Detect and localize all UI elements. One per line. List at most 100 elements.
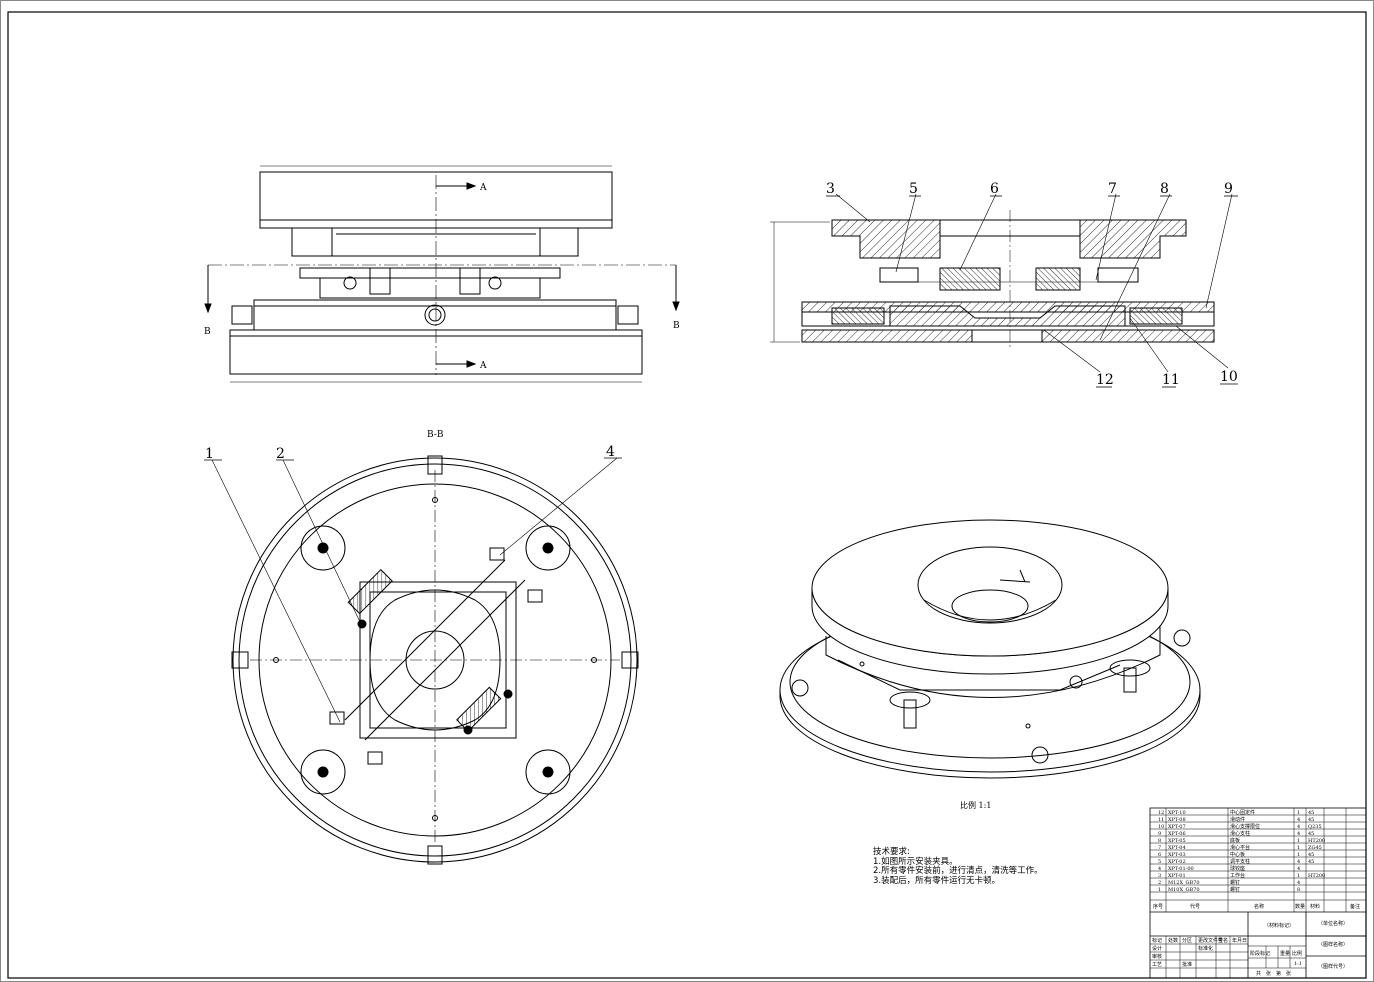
- scale-value: 1:1: [1294, 961, 1302, 967]
- bom-code: XPT-04: [1168, 845, 1186, 851]
- bom-code: XPT-03: [1168, 852, 1186, 858]
- bom-qty: 1: [1297, 873, 1300, 879]
- callout-6: 6: [990, 181, 999, 197]
- tech-line-3: 3.装配后，所有零件运行无卡顿。: [873, 875, 1001, 886]
- label-sheet: 张: [1286, 970, 1291, 977]
- bom-name: 滑心平台: [1230, 844, 1250, 851]
- material-mark: （材料标记）: [1264, 922, 1294, 929]
- bom-code: M12X_GB70: [1168, 880, 1200, 886]
- callout-9: 9: [1224, 181, 1233, 197]
- bom-code: XPT-07: [1168, 824, 1186, 830]
- bom-qty: 1: [1297, 838, 1300, 844]
- bom-mat: HT200: [1308, 873, 1325, 879]
- label-process: 工艺: [1152, 962, 1162, 968]
- callout-12: 12: [1096, 372, 1114, 388]
- scale-label: 比例 1:1: [960, 800, 991, 810]
- label-approve: 批准: [1182, 961, 1192, 968]
- label-sheet-no: 第: [1276, 970, 1281, 977]
- top-view: [204, 455, 639, 865]
- bom-qty: 1: [1297, 810, 1300, 816]
- bom-qty: 4: [1297, 880, 1300, 886]
- label-zone: 分区: [1182, 937, 1192, 944]
- bom-table: 12 XPT-10 中心固定件 1 45 11 XPT-08 滑动件 4 45 …: [1153, 809, 1360, 910]
- bom-name: 工作台: [1230, 872, 1245, 879]
- label-mark: 标记: [1152, 937, 1162, 944]
- bom-name: 滑心支撑限位: [1230, 823, 1260, 830]
- bom-qty: 4: [1297, 817, 1300, 823]
- bom-code: XPT-05: [1168, 838, 1186, 844]
- label-sheets: 张: [1266, 970, 1271, 977]
- callout-8: 8: [1160, 181, 1169, 197]
- bom-qty: 8: [1297, 887, 1300, 893]
- label-design: 设计: [1152, 945, 1162, 952]
- bom-no: 4: [1158, 866, 1161, 872]
- bom-header-note: 备注: [1350, 903, 1360, 910]
- bom-mat: 45: [1308, 831, 1314, 837]
- bom-header-code: 代号: [1190, 903, 1200, 910]
- bom-qty: 1: [1297, 852, 1300, 858]
- unit-label: （单位名称）: [1318, 920, 1348, 927]
- bom-header-mat: 材料: [1310, 903, 1320, 910]
- bom-qty: 4: [1297, 866, 1300, 872]
- bom-name: 滑心支柱: [1230, 830, 1250, 837]
- bom-name: 螺钉: [1230, 886, 1240, 893]
- label-weight: 重量: [1280, 950, 1290, 957]
- bom-mat: 45: [1308, 852, 1314, 858]
- section-mark-b-right: B: [673, 321, 680, 331]
- bom-qty: 4: [1297, 824, 1300, 830]
- bom-mat: Q235: [1308, 824, 1322, 830]
- label-date: 年月日: [1232, 937, 1247, 944]
- label-total: 共: [1256, 970, 1261, 977]
- bom-mat: 45: [1308, 817, 1314, 823]
- callout-5: 5: [909, 181, 918, 197]
- label-signature: 签名: [1218, 937, 1228, 944]
- drawing-name: （图样名称）: [1318, 941, 1348, 948]
- callout-3: 3: [826, 181, 835, 197]
- tech-line-2: 2.所有零件安装前，进行清点，清洗等工作。: [873, 866, 1043, 876]
- bom-code: XPT-06: [1168, 831, 1186, 837]
- bom-name: 滑动件: [1230, 816, 1245, 823]
- front-view: [204, 165, 680, 383]
- title-block: [1149, 807, 1367, 979]
- bom-no: 6: [1158, 852, 1161, 858]
- bom-name: 球铰座: [1230, 865, 1245, 872]
- bom-name: 底板: [1230, 837, 1240, 844]
- bom-name: 中心板: [1230, 851, 1245, 858]
- bom-qty: 1: [1297, 845, 1300, 851]
- bom-no: 3: [1158, 873, 1161, 879]
- bom-no: 1: [1158, 887, 1161, 893]
- bom-header-qty: 数量: [1295, 903, 1305, 910]
- bom-no: 9: [1158, 831, 1161, 837]
- bom-qty: 4: [1297, 831, 1300, 837]
- label-change-doc: 更改文件号: [1198, 937, 1223, 944]
- inner-border: [7, 11, 1367, 979]
- label-stage: 阶段标记: [1250, 950, 1270, 957]
- bom-code: XPT-10: [1168, 810, 1186, 816]
- bom-code: XPT-01-00: [1168, 866, 1194, 872]
- bom-code: XPT-01: [1168, 873, 1186, 879]
- bom-mat: 45: [1308, 810, 1314, 816]
- bom-header-name: 名称: [1254, 903, 1264, 910]
- label-count: 处数: [1168, 937, 1178, 944]
- bom-name: 调平支柱: [1230, 858, 1250, 865]
- bom-mat: HT200: [1308, 838, 1325, 844]
- bom-no: 8: [1158, 838, 1161, 844]
- top-view-title: B-B: [427, 430, 444, 440]
- label-standardization: 标准化: [1198, 945, 1213, 952]
- callout-11: 11: [1162, 372, 1180, 388]
- bom-no: 12: [1158, 810, 1164, 816]
- bom-mat: ZG45: [1308, 845, 1322, 851]
- callout-1: 1: [205, 446, 214, 462]
- callout-10: 10: [1220, 369, 1238, 385]
- bom-header-no: 序号: [1153, 903, 1163, 910]
- drawing-code: （图样代号）: [1318, 963, 1348, 970]
- title-block-fields: （材料标记） （图样名称） （图样代号） （单位名称） 1:1 标记 处数 分区…: [1152, 920, 1348, 977]
- bom-no: 7: [1158, 845, 1161, 851]
- iso-view: [779, 519, 1201, 779]
- section-callouts: 3 5 6 7 8 9 12 11 10: [826, 181, 1238, 388]
- callout-underlines: [826, 195, 1238, 388]
- label-review: 审核: [1152, 953, 1162, 960]
- bom-qty: 4: [1297, 859, 1300, 865]
- section-mark-a-bottom: A: [479, 361, 487, 371]
